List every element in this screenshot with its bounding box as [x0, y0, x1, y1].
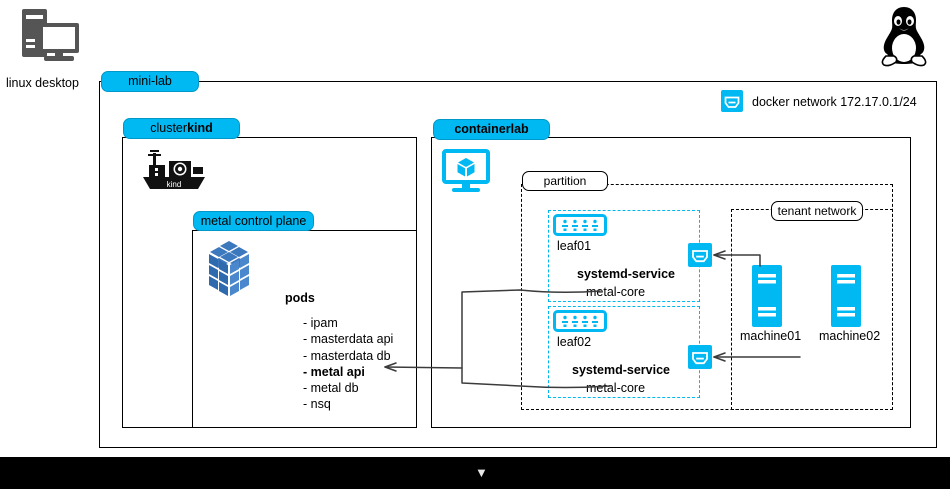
leaf01-label: leaf01 — [557, 239, 592, 253]
docker-network-label: docker network 172.17.0.1/24 — [752, 95, 917, 109]
kind-ship-logo: kind — [139, 147, 213, 195]
tux-penguin-logo — [872, 4, 936, 70]
cluster-kind-tab[interactable]: cluster kind — [123, 118, 240, 139]
pod-item-metal-api: - metal api — [303, 364, 365, 379]
cluster-kind-tab-strong: kind — [187, 121, 213, 136]
linux-desktop-icon — [14, 6, 84, 64]
kind-ship-label: kind — [167, 180, 182, 189]
pod-item-metal-db: - metal db — [303, 381, 359, 396]
leaf01-service-name: metal-core — [586, 285, 646, 299]
mini-lab-tab[interactable]: mini-lab — [101, 71, 199, 92]
pods-title: pods — [285, 291, 315, 305]
kubernetes-cube-icon — [200, 238, 258, 296]
tenant-network-label: tenant network — [771, 201, 863, 221]
leaf01-service-title: systemd-service — [577, 267, 675, 281]
leaf-switch-icon — [553, 214, 607, 236]
containerlab-container — [431, 137, 911, 428]
cluster-kind-tab-prefix: cluster — [150, 121, 188, 136]
pod-item-ipam: - ipam — [303, 316, 338, 330]
leaf02-service-name: metal-core — [586, 381, 646, 395]
pods-list: - ipam - masterdata api - masterdata db … — [303, 315, 393, 413]
machine01-server-icon — [752, 265, 782, 327]
machine02-label: machine02 — [819, 329, 881, 343]
partition-label: partition — [522, 171, 608, 191]
bottom-bar: ▼ — [0, 457, 950, 489]
leaf02-label: leaf02 — [557, 335, 592, 349]
machine01-label: machine01 — [740, 329, 802, 343]
leaf02-service-title: systemd-service — [572, 363, 670, 377]
leaf-switch-icon — [553, 310, 607, 332]
containerlab-monitor-cube-icon — [440, 148, 492, 196]
linux-desktop-label: linux desktop — [6, 76, 79, 90]
pod-item-masterdata-db: - masterdata db — [303, 348, 391, 363]
metal-control-plane-tab[interactable]: metal control plane — [193, 211, 314, 231]
machine02-server-icon — [831, 265, 861, 327]
pod-item-nsq: - nsq — [303, 397, 331, 412]
leaf02-network-port-icon — [688, 345, 712, 369]
pod-item-masterdata-api: - masterdata api — [303, 332, 394, 347]
mini-lab-container — [99, 81, 937, 448]
containerlab-tab[interactable]: containerlab — [433, 119, 550, 140]
docker-network-icon — [721, 90, 743, 112]
leaf01-network-port-icon — [688, 243, 712, 267]
